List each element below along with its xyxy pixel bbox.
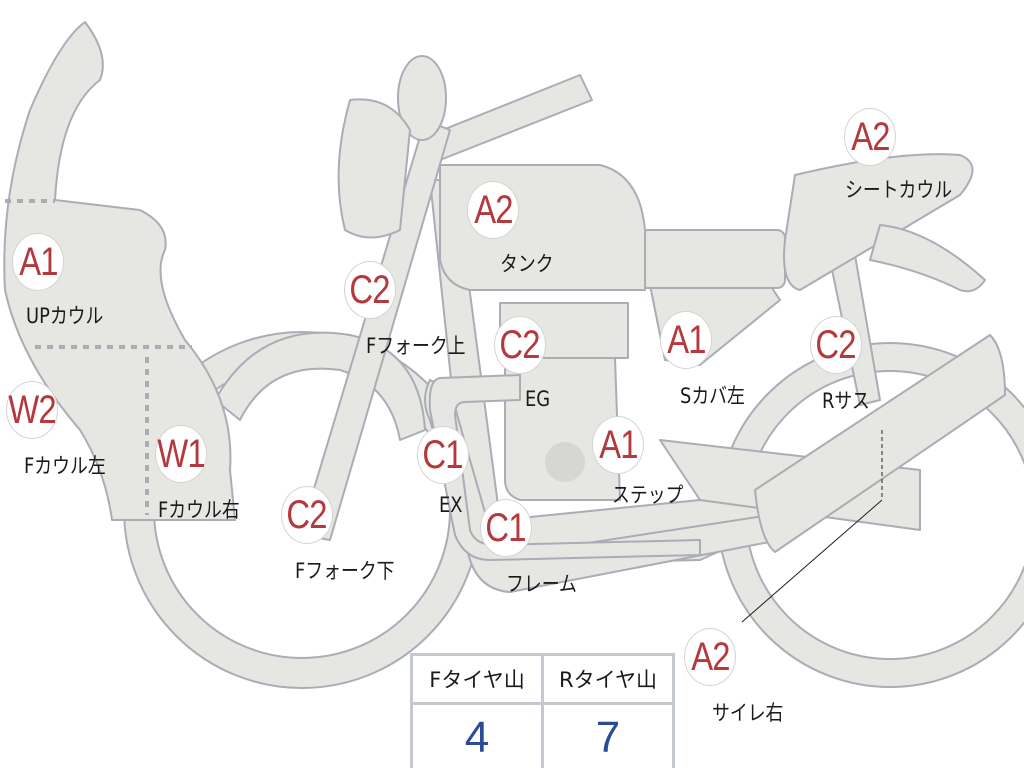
grade-badge: C2: [281, 486, 333, 544]
mirror: [397, 55, 447, 141]
part-label: フレーム: [506, 572, 577, 596]
grade-badge: C1: [480, 499, 532, 557]
grade-badge: C1: [417, 426, 469, 484]
part-label: Fカウル右: [158, 498, 240, 522]
grade-badge: A1: [12, 233, 64, 291]
part-label: Fカウル左: [24, 454, 106, 478]
part-label: ステップ: [612, 483, 684, 507]
front-fork: [299, 119, 451, 541]
front-tire-value: 4: [410, 702, 544, 768]
grade-badge: C2: [344, 261, 396, 319]
grade-badge: C2: [810, 316, 862, 374]
part-label: シートカウル: [845, 178, 953, 202]
part-label: サイレ右: [712, 701, 784, 725]
part-label: Rサス: [822, 389, 870, 413]
part-label: Fフォーク上: [366, 334, 466, 358]
rear-tire-value: 7: [541, 702, 675, 768]
silencer: [754, 334, 1006, 553]
part-label: UPカウル: [26, 304, 104, 328]
grade-badge: W2: [6, 381, 58, 439]
part-label: Fフォーク下: [295, 559, 395, 583]
grade-badge: W1: [155, 425, 207, 483]
grade-badge: C2: [494, 316, 546, 374]
handlebar: [429, 74, 593, 161]
front-tire-header: Fタイヤ山: [410, 653, 544, 705]
front-cowl: [3, 21, 236, 521]
part-label: EX: [439, 493, 463, 517]
part-label: タンク: [500, 252, 554, 276]
grade-badge: A2: [844, 108, 896, 166]
part-label: Sカバ左: [680, 384, 745, 408]
seat: [639, 229, 786, 289]
grade-badge: A2: [467, 181, 519, 239]
headlight: [337, 98, 411, 239]
grade-badge: A1: [660, 311, 712, 369]
rear-tire-header: Rタイヤ山: [541, 653, 675, 705]
grade-badge: A1: [592, 416, 644, 474]
grade-badge: A2: [684, 628, 736, 686]
part-label: EG: [525, 387, 551, 411]
tire-tread-table: Fタイヤ山 Rタイヤ山 4 7: [410, 653, 675, 768]
